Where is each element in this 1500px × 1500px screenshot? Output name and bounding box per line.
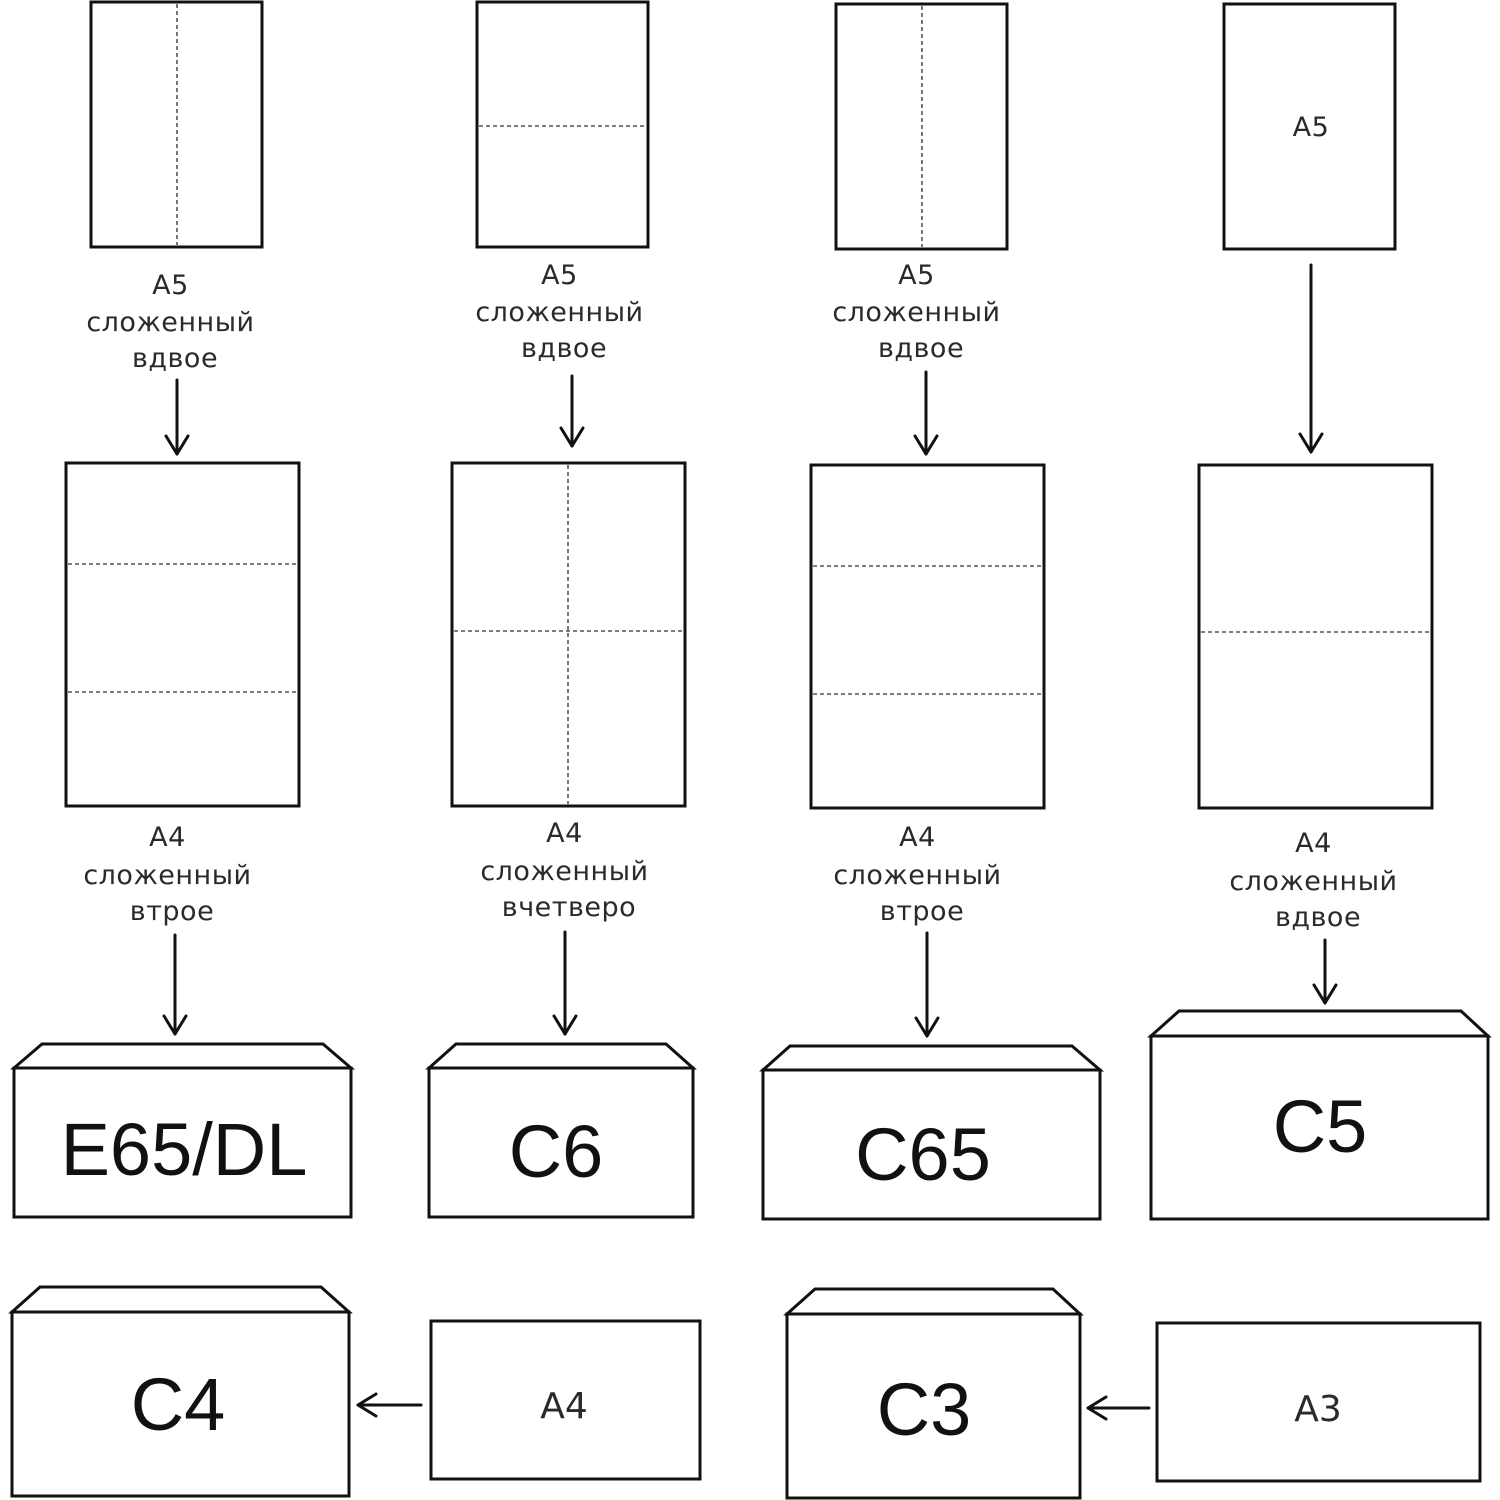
column-2: А5 сложенный вдвое А4 сложенный вчетверо…: [425, 0, 697, 1219]
column-4: A5 А4 сложенный вдвое C5: [1147, 2, 1492, 1221]
arrow-left: [356, 1392, 423, 1418]
envelope-name: E65/DL: [61, 1108, 308, 1191]
envelope-c65-highlighted: C65: [759, 1044, 1105, 1221]
envelope-c4: C4: [8, 1285, 353, 1498]
arrow-down: [164, 378, 190, 456]
paper-label: A3: [1294, 1389, 1342, 1430]
a5-sheet: [1222, 2, 1397, 251]
a4-label: А4 сложенный втрое: [83, 822, 260, 927]
a5-label: А5 сложенный вдвое: [86, 270, 263, 374]
bottom-pair-c4: C4 A4: [8, 1285, 702, 1498]
envelope-name: C65: [855, 1113, 991, 1196]
a4-label: А4 сложенный втрое: [833, 822, 1010, 927]
arrow-down: [1312, 938, 1338, 1005]
arrow-down: [552, 930, 578, 1036]
arrow-left: [1086, 1395, 1151, 1421]
envelope-name: C4: [131, 1363, 226, 1446]
a5-label: А5 сложенный вдвое: [832, 260, 1009, 364]
envelope-name: C5: [1273, 1085, 1368, 1168]
column-1: А5 сложенный вдвое А4 сложенный втрое E6…: [9, 0, 356, 1219]
paper-label: A4: [540, 1386, 588, 1427]
arrow-down: [162, 933, 188, 1036]
a5-sheet: [475, 0, 650, 249]
arrow-down: [913, 370, 939, 456]
paper-a3: A3: [1155, 1321, 1482, 1483]
a4-sheet: [1197, 463, 1434, 810]
arrow-down: [914, 931, 940, 1038]
a4-sheet: [809, 463, 1046, 810]
a5-sheet-label: A5: [1293, 112, 1330, 143]
a4-label: А4 сложенный вчетверо: [480, 818, 657, 923]
a5-label: А5 сложенный вдвое: [475, 260, 652, 364]
envelope-name: C3: [877, 1368, 972, 1451]
envelope-c3: C3: [783, 1287, 1084, 1500]
a4-label: А4 сложенный вдвое: [1229, 828, 1406, 933]
bottom-pair-c3: C3 A3: [783, 1287, 1482, 1500]
paper-a4: A4: [429, 1319, 702, 1481]
envelope-c5: C5: [1147, 1009, 1492, 1221]
column-3: А5 сложенный вдвое А4 сложенный втрое C6…: [759, 2, 1105, 1221]
envelope-c6: C6: [425, 1042, 697, 1219]
arrow-down: [559, 374, 585, 448]
envelope-name: C6: [509, 1110, 604, 1193]
arrow-down: [1298, 263, 1324, 454]
a4-sheet: [64, 461, 301, 808]
envelope-e65-dl: E65/DL: [9, 1042, 356, 1219]
